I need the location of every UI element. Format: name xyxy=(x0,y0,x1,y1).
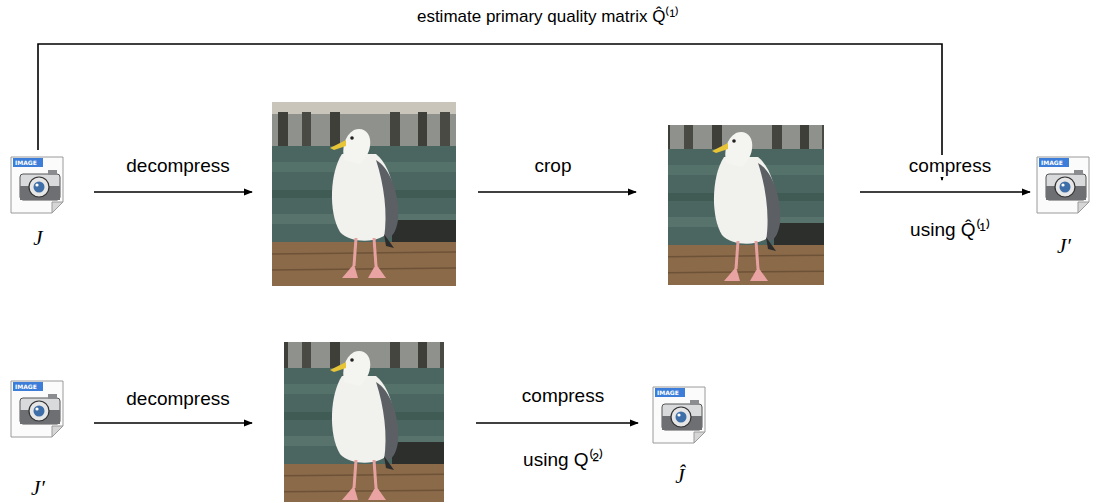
cropped-seagull-photo xyxy=(654,105,838,289)
flow-arrow xyxy=(94,191,252,193)
flow-arrow xyxy=(94,422,252,424)
cropped-seagull-photo xyxy=(272,324,456,503)
step-label: using Q⁽²⁾ xyxy=(521,446,605,472)
step-label: estimate primary quality matrix Q̂⁽¹⁾ xyxy=(415,4,681,27)
file-icon: IMAGE J′ xyxy=(1036,156,1096,260)
step-label: compress xyxy=(520,385,606,407)
flow-arrow xyxy=(860,191,1030,193)
file-icon: IMAGE Ĵ xyxy=(652,386,712,490)
estimate-arrow xyxy=(38,44,942,180)
step-label: decompress xyxy=(124,388,232,410)
icon-tag: IMAGE xyxy=(657,389,679,396)
flow-arrow xyxy=(478,191,636,193)
file-name: J′ xyxy=(1036,234,1092,258)
icon-tag: IMAGE xyxy=(15,159,37,166)
file-name: J′ xyxy=(10,476,66,500)
step-label: crop xyxy=(533,155,574,177)
step-label: compress xyxy=(907,155,993,177)
step-label: using Q̂⁽¹⁾ xyxy=(908,216,992,242)
file-icon: IMAGE J xyxy=(10,156,70,252)
file-icon: IMAGE J′ xyxy=(10,380,70,502)
file-name: Ĵ xyxy=(652,464,708,488)
seagull-photo xyxy=(272,102,456,286)
step-label: decompress xyxy=(124,155,232,177)
flow-arrow xyxy=(476,422,638,424)
icon-tag: IMAGE xyxy=(15,383,37,390)
file-name: J xyxy=(10,226,66,250)
icon-tag: IMAGE xyxy=(1041,159,1063,166)
